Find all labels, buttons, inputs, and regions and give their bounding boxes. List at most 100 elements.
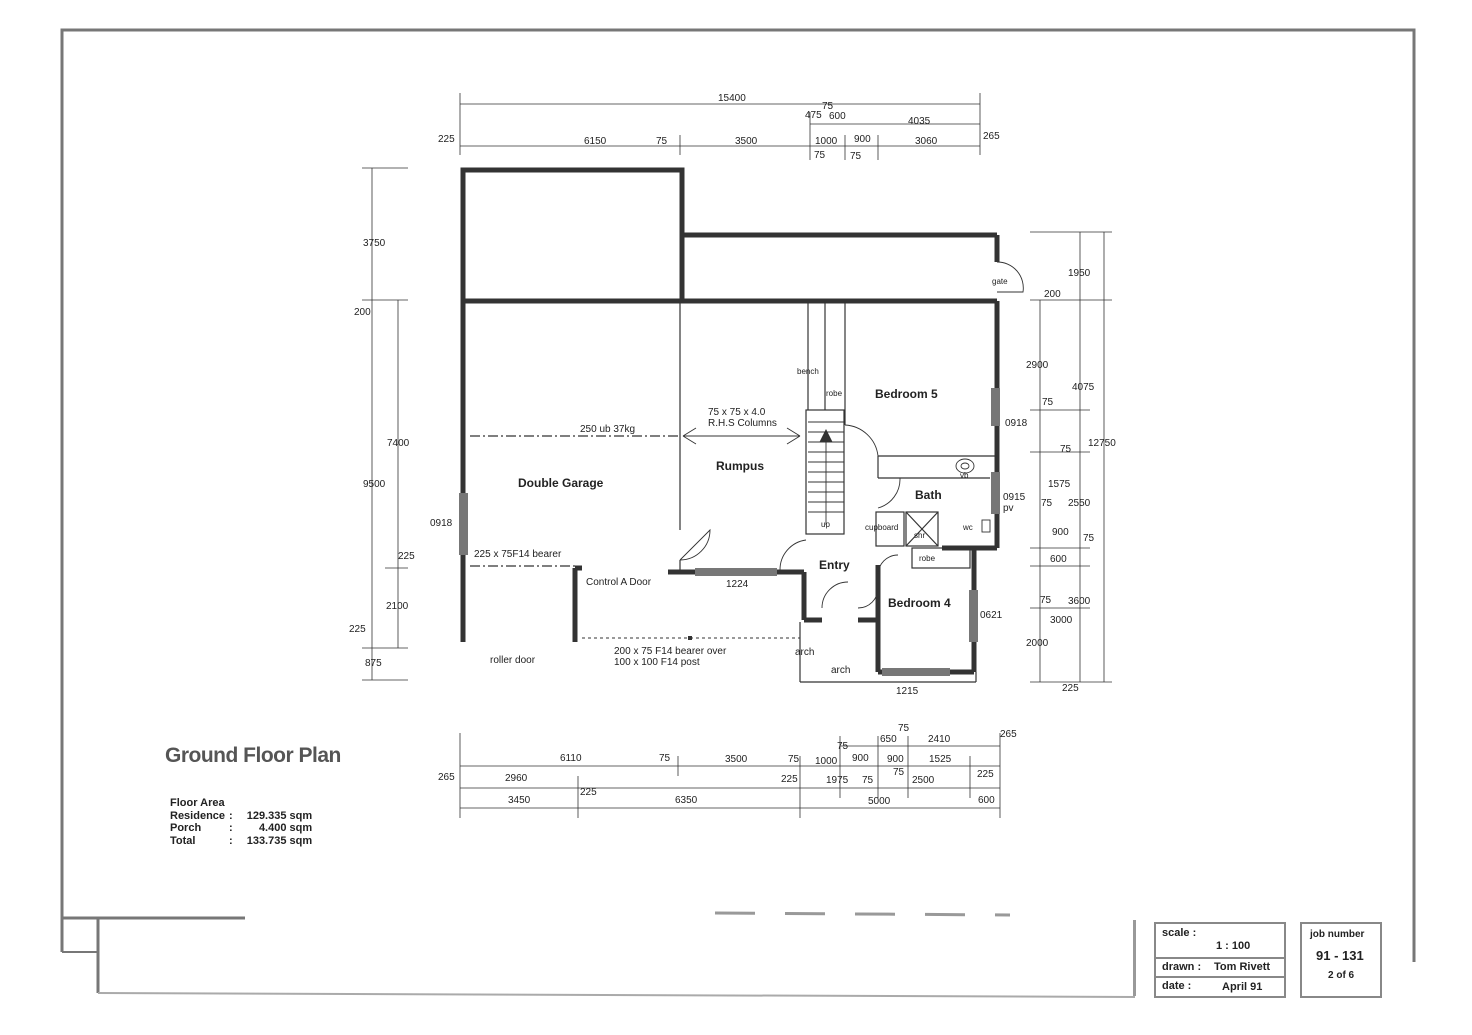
svg-text:900: 900 (887, 754, 904, 765)
vanity-label: vb (960, 471, 969, 480)
svg-text:3450: 3450 (508, 795, 531, 806)
control-door-label: Control A Door (586, 577, 652, 588)
window-pv: pv (1003, 503, 1014, 514)
robe-label-2: robe (919, 554, 936, 563)
svg-text:875: 875 (365, 658, 382, 669)
svg-text:3060: 3060 (915, 136, 938, 147)
svg-text:225: 225 (977, 769, 994, 780)
svg-text:75: 75 (1040, 595, 1052, 606)
svg-text:600: 600 (829, 111, 846, 122)
cupboard-label: cupboard (865, 523, 898, 532)
svg-text:75: 75 (862, 775, 874, 786)
gate-label: gate (992, 277, 1008, 286)
roller-door-label: roller door (490, 655, 536, 666)
top-dimensions: 15400 75 475 600 4035 225 6150 75 3500 1… (438, 93, 1000, 162)
wc-label: wc (962, 523, 973, 532)
svg-text:7400: 7400 (387, 438, 410, 449)
svg-text:1000: 1000 (815, 136, 838, 147)
svg-text:200: 200 (354, 307, 371, 318)
svg-text:2500: 2500 (912, 775, 935, 786)
svg-text:3750: 3750 (363, 238, 386, 249)
svg-text:75: 75 (1060, 444, 1072, 455)
title-block-frame (1133, 920, 1146, 996)
svg-text:475: 475 (805, 110, 822, 121)
svg-text:75: 75 (822, 101, 834, 112)
svg-text:4075: 4075 (1072, 382, 1095, 393)
svg-text:75: 75 (1042, 397, 1054, 408)
title-block-job: job number 91 - 131 2 of 6 (1300, 922, 1382, 998)
svg-text:6150: 6150 (584, 136, 607, 147)
window-0918-right: 0918 (1005, 418, 1028, 429)
svg-text:225: 225 (580, 787, 597, 798)
svg-text:12750: 12750 (1088, 438, 1116, 449)
bench-label: bench (797, 367, 819, 376)
window-0621: 0621 (980, 610, 1003, 621)
stairs-up-label: up (821, 520, 830, 529)
svg-text:265: 265 (438, 772, 455, 783)
stairs (808, 421, 844, 525)
svg-text:75: 75 (656, 136, 668, 147)
svg-text:4035: 4035 (908, 116, 931, 127)
svg-text:2900: 2900 (1026, 360, 1049, 371)
svg-text:75: 75 (850, 151, 862, 162)
svg-text:9500: 9500 (363, 479, 386, 490)
svg-text:75: 75 (837, 741, 849, 752)
svg-text:1000: 1000 (815, 756, 838, 767)
svg-text:1575: 1575 (1048, 479, 1071, 490)
bearer-label: 225 x 75F14 bearer (474, 549, 562, 560)
svg-text:75: 75 (1041, 498, 1053, 509)
svg-text:900: 900 (1052, 527, 1069, 538)
svg-text:265: 265 (983, 131, 1000, 142)
dimension-lines (362, 93, 1112, 818)
left-dimensions: 3750 200 7400 9500 225 2100 225 875 (349, 238, 415, 669)
window-0915: 0915 (1003, 492, 1026, 503)
svg-text:225: 225 (781, 774, 798, 785)
svg-text:600: 600 (978, 795, 995, 806)
room-bedroom-4: Bedroom 4 (888, 596, 951, 610)
svg-text:1950: 1950 (1068, 268, 1091, 279)
window-0918-left: 0918 (430, 518, 453, 529)
svg-text:650: 650 (880, 734, 897, 745)
window-1224: 1224 (726, 579, 749, 590)
svg-text:900: 900 (854, 134, 871, 145)
robe-label-1: robe (826, 389, 843, 398)
page-title: Ground Floor Plan (165, 744, 341, 767)
svg-text:600: 600 (1050, 554, 1067, 565)
svg-text:5000: 5000 (868, 796, 891, 807)
svg-text:2550: 2550 (1068, 498, 1091, 509)
arch-label-2: arch (831, 665, 850, 676)
svg-text:75: 75 (898, 723, 910, 734)
windows (459, 388, 1000, 676)
svg-text:225: 225 (438, 134, 455, 145)
table-row: Residence : 129.335 sqm (170, 809, 313, 822)
svg-text:2960: 2960 (505, 773, 528, 784)
svg-text:225: 225 (398, 551, 415, 562)
room-bath: Bath (915, 488, 942, 502)
svg-text:225: 225 (349, 624, 366, 635)
svg-text:75: 75 (1083, 533, 1095, 544)
svg-text:2100: 2100 (386, 601, 409, 612)
svg-text:75: 75 (814, 150, 826, 161)
svg-text:6110: 6110 (560, 753, 582, 764)
fixtures (955, 458, 991, 533)
svg-text:225: 225 (1062, 683, 1079, 694)
svg-text:3600: 3600 (1068, 596, 1091, 607)
bearer-over-label-2: 100 x 100 F14 post (614, 657, 700, 668)
columns-label-1: 75 x 75 x 4.0 (708, 407, 766, 418)
svg-text:3500: 3500 (735, 136, 758, 147)
title-block-date: date : April 91 (1154, 976, 1286, 998)
svg-text:75: 75 (788, 754, 800, 765)
room-entry: Entry (819, 558, 850, 572)
svg-text:265: 265 (1000, 729, 1017, 740)
right-dimensions: 1950 200 2900 75 4075 12750 75 1575 75 2… (1026, 268, 1116, 694)
svg-text:75: 75 (659, 753, 671, 764)
beam-lines (470, 427, 801, 640)
shower-label: shr (914, 531, 925, 540)
door-swings (679, 261, 1024, 609)
bottom-dimensions: 75 650 2410 265 75 900 900 1525 6110 75 … (438, 723, 1017, 807)
table-row: Porch : 4.400 sqm (170, 822, 313, 834)
room-bedroom-5: Bedroom 5 (875, 387, 938, 401)
svg-text:1525: 1525 (929, 754, 952, 765)
svg-text:1975: 1975 (826, 775, 849, 786)
svg-text:2000: 2000 (1026, 638, 1049, 649)
